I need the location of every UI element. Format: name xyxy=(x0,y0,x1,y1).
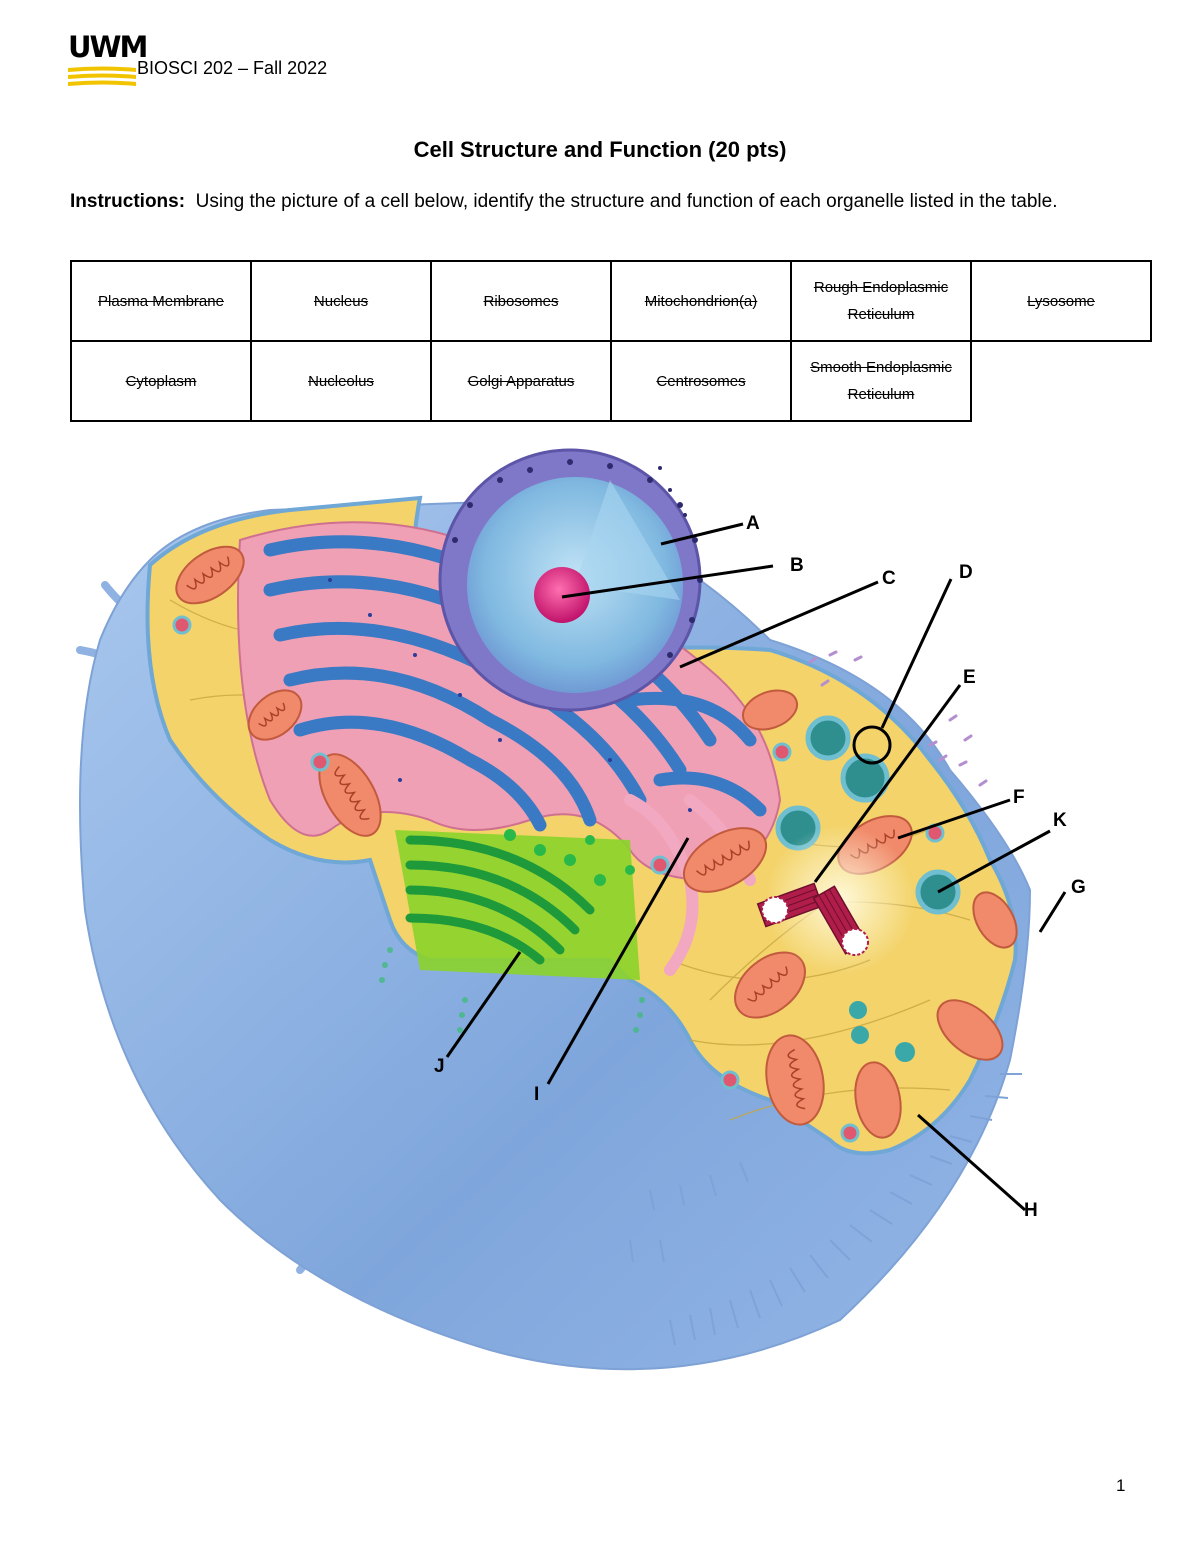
label-a: A xyxy=(746,513,760,534)
instructions: Instructions: Using the picture of a cel… xyxy=(70,186,1130,217)
logo-text: UWM xyxy=(68,30,148,64)
table-cell: Centrosomes xyxy=(610,340,792,422)
uwm-logo: UWM xyxy=(68,30,148,86)
label-d: D xyxy=(959,562,973,583)
label-j: J xyxy=(434,1056,445,1077)
label-k: K xyxy=(1053,810,1067,831)
nucleolus xyxy=(534,567,590,623)
table-cell: Lysosome xyxy=(970,260,1152,342)
table-row: Cytoplasm Nucleolus Golgi Apparatus Cent… xyxy=(70,340,1151,422)
label-lines xyxy=(445,522,1067,1212)
table-cell: Plasma Membrane xyxy=(70,260,252,342)
label-b: B xyxy=(790,555,804,576)
cell-diagram: A B C D E F K G H I J xyxy=(76,448,1086,1371)
secretion-dots xyxy=(379,947,645,1033)
table-cell-empty xyxy=(971,340,1151,421)
page-title: Cell Structure and Function (20 pts) xyxy=(413,137,787,162)
secreted-particles xyxy=(808,650,988,787)
page-number: 1 xyxy=(1116,1476,1126,1495)
table-row: Plasma Membrane Nucleus Ribosomes Mitoch… xyxy=(70,260,1152,342)
table-cell: Nucleolus xyxy=(250,340,432,422)
golgi-apparatus xyxy=(395,829,640,980)
table-cell: Rough Endoplasmic Reticulum xyxy=(790,260,972,342)
table-cell: Ribosomes xyxy=(430,260,612,342)
organelle-table: Plasma Membrane Nucleus Ribosomes Mitoch… xyxy=(70,260,1152,422)
nuclear-pores xyxy=(452,459,703,658)
vesicles xyxy=(172,615,961,1143)
label-f: F xyxy=(1013,787,1025,808)
label-g: G xyxy=(1071,877,1086,898)
table-cell: Mitochondrion(a) xyxy=(610,260,792,342)
instructions-label: Instructions: xyxy=(70,191,186,212)
course-title: BIOSCI 202 – Fall 2022 xyxy=(137,58,328,78)
instructions-text: Using the picture of a cell below, ident… xyxy=(195,191,1058,212)
table-cell: Golgi Apparatus xyxy=(430,340,612,422)
logo-stripes xyxy=(68,66,136,86)
centrosome xyxy=(756,825,915,975)
label-h: H xyxy=(1024,1200,1038,1221)
microvilli xyxy=(629,1073,1022,1346)
label-i: I xyxy=(534,1084,539,1105)
label-c: C xyxy=(882,568,896,589)
table-cell: Nucleus xyxy=(250,260,432,342)
table-cell: Smooth Endoplasmic Reticulum xyxy=(790,340,972,422)
vesicle-highlight-circle xyxy=(852,725,892,765)
nucleus xyxy=(438,448,703,712)
label-e: E xyxy=(963,667,976,688)
table-cell: Cytoplasm xyxy=(70,340,252,422)
